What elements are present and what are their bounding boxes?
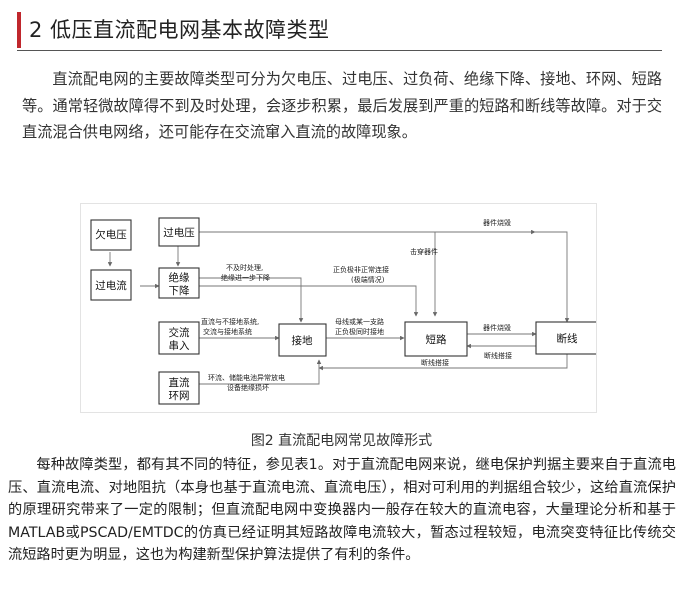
- box-insulation-drop: 绝缘 下降: [158, 267, 200, 299]
- svg-text:断线: 断线: [557, 332, 578, 345]
- anno-ac-ground-1: 直流与不接地系统,: [201, 317, 259, 326]
- box-ac-intrusion: 交流 串入: [158, 321, 200, 355]
- anno-ac-ground-2: 交流与接地系统: [203, 327, 252, 336]
- anno-loop-2: 设备绝缘损坏: [227, 383, 269, 392]
- svg-text:下降: 下降: [169, 284, 190, 297]
- box-overvoltage: 过电压: [158, 217, 200, 247]
- anno-pos-neg-2: (极端情况): [351, 275, 385, 284]
- svg-text:接地: 接地: [292, 334, 313, 347]
- svg-text:环网: 环网: [169, 390, 190, 402]
- svg-text:欠电压: 欠电压: [95, 228, 127, 241]
- section-divider: [17, 50, 662, 51]
- fault-diagram: 欠电压 过电流 过电压 绝缘 下降 交流 串入 直流 环网 接地: [80, 203, 597, 413]
- anno-bus-2: 正负极同时接地: [335, 327, 384, 336]
- section-header: 2 低压直流配电网基本故障类型: [17, 8, 662, 51]
- box-undervoltage: 欠电压: [90, 219, 132, 251]
- anno-breakdown: 击穿器件: [410, 247, 438, 256]
- arrow-open-ground: [318, 352, 568, 371]
- line-to-open: [535, 231, 570, 323]
- arrow-insulation-short: [198, 285, 419, 317]
- box-overcurrent: 过电流: [90, 269, 132, 301]
- svg-text:直流: 直流: [169, 376, 190, 389]
- anno-pos-neg-1: 正负极非正常连接: [333, 265, 389, 274]
- anno-disconnect-overlap: 断线搭接: [484, 351, 512, 360]
- anno-loop-1: 环流、储能电池异常放电: [208, 373, 285, 382]
- svg-text:交流: 交流: [169, 326, 190, 339]
- box-dc-loop: 直流 环网: [158, 371, 200, 405]
- anno-device-burn-2: 器件烧毁: [483, 323, 511, 332]
- section-accent-bar: [17, 12, 21, 48]
- anno-disconnect-overlap-2: 断线搭接: [421, 358, 449, 367]
- box-grounding: 接地: [278, 323, 327, 357]
- intro-paragraph: 直流配电网的主要故障类型可分为欠电压、过电压、过负荷、绝缘下降、接地、环网、短路…: [22, 70, 662, 141]
- fault-diagram-svg: 欠电压 过电流 过电压 绝缘 下降 交流 串入 直流 环网 接地: [90, 217, 596, 405]
- box-open-circuit: 断线: [535, 321, 596, 355]
- svg-text:过电压: 过电压: [163, 226, 195, 239]
- svg-text:短路: 短路: [426, 333, 447, 346]
- anno-not-handled-2: 绝缘进一步下降: [221, 273, 270, 282]
- anno-bus-1: 母线或某一支路: [335, 317, 384, 326]
- section-title: 2 低压直流配电网基本故障类型: [29, 18, 330, 42]
- arrow-insulation-ground: [198, 277, 304, 323]
- anno-not-handled-1: 不及时处理,: [226, 263, 263, 272]
- anno-device-burnout: 器件烧毁: [483, 218, 511, 227]
- svg-text:串入: 串入: [169, 340, 190, 352]
- figure-caption: 图2 直流配电网常见故障形式: [250, 433, 433, 449]
- svg-text:绝缘: 绝缘: [169, 271, 190, 284]
- box-short-circuit: 短路: [404, 321, 468, 357]
- svg-text:过电流: 过电流: [95, 279, 127, 292]
- body-paragraph: 每种故障类型，都有其不同的特征，参见表1。对于直流配电网来说，继电保护判据主要来…: [8, 457, 676, 564]
- arrow-breakdown: [198, 231, 438, 317]
